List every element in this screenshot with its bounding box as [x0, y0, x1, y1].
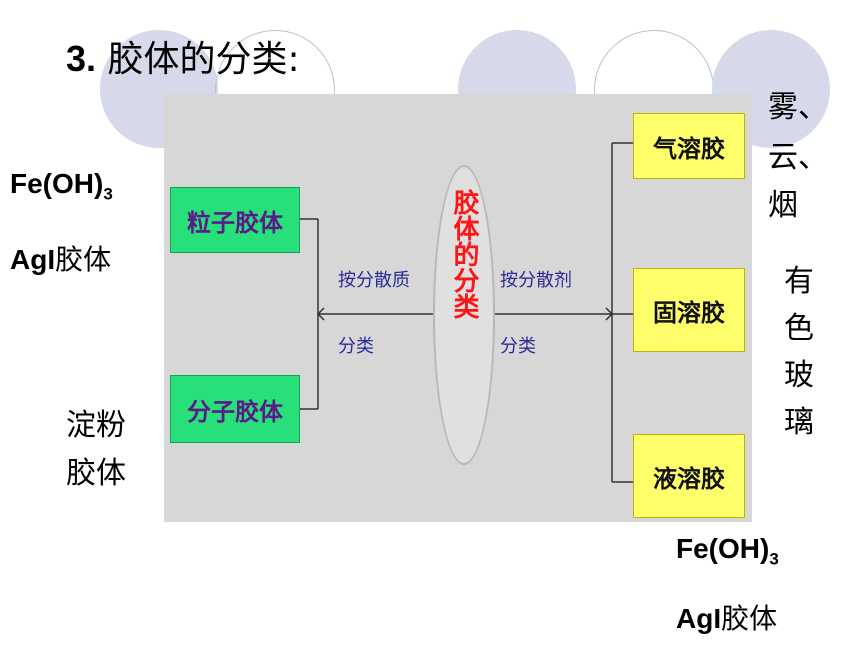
example-glass-2: 色	[784, 311, 814, 346]
agi-right-rest: 胶体	[721, 602, 778, 635]
feoh3-right-sub: 3	[769, 549, 779, 569]
example-feoh3-right: Fe(OH)3	[676, 533, 779, 570]
agi-left-rest: 胶体	[55, 243, 112, 276]
agi-left-bold: AgI	[10, 244, 56, 275]
center-label: 胶体的分类	[449, 189, 479, 319]
example-starch-2: 胶体	[66, 456, 126, 491]
example-fog: 雾、	[768, 90, 828, 125]
box-molecular-colloid: 分子胶体	[170, 375, 300, 443]
example-glass-3: 玻	[784, 358, 814, 393]
title-text: 胶体的分类:	[107, 39, 300, 80]
example-starch-1: 淀粉	[66, 408, 126, 443]
label-classify-left: 分类	[338, 336, 374, 357]
example-smoke: 烟	[768, 188, 798, 223]
example-glass-1: 有	[784, 264, 814, 299]
example-agi-right: AgI胶体	[676, 597, 777, 637]
example-agi-left: AgI胶体	[10, 238, 111, 278]
box-aerosol: 气溶胶	[633, 113, 745, 179]
label-by-dispersed-phase: 按分散质	[338, 270, 410, 291]
title-number: 3.	[66, 38, 97, 79]
label-classify-right: 分类	[500, 336, 536, 357]
feoh3-right-main: Fe(OH)	[676, 533, 770, 564]
agi-right-bold: AgI	[676, 603, 722, 634]
box-liquid-sol: 液溶胶	[633, 434, 745, 518]
page-title: 3. 胶体的分类:	[66, 30, 300, 82]
feoh3-left-main: Fe(OH)	[10, 168, 104, 199]
example-cloud: 云、	[768, 140, 828, 175]
feoh3-left-sub: 3	[103, 184, 113, 204]
box-solid-sol: 固溶胶	[633, 268, 745, 352]
box-particle-colloid: 粒子胶体	[170, 187, 300, 253]
example-feoh3-left: Fe(OH)3	[10, 168, 113, 205]
center-ellipse: 胶体的分类	[433, 165, 495, 465]
example-glass-4: 璃	[784, 405, 814, 440]
label-by-dispersion-medium: 按分散剂	[500, 270, 572, 291]
